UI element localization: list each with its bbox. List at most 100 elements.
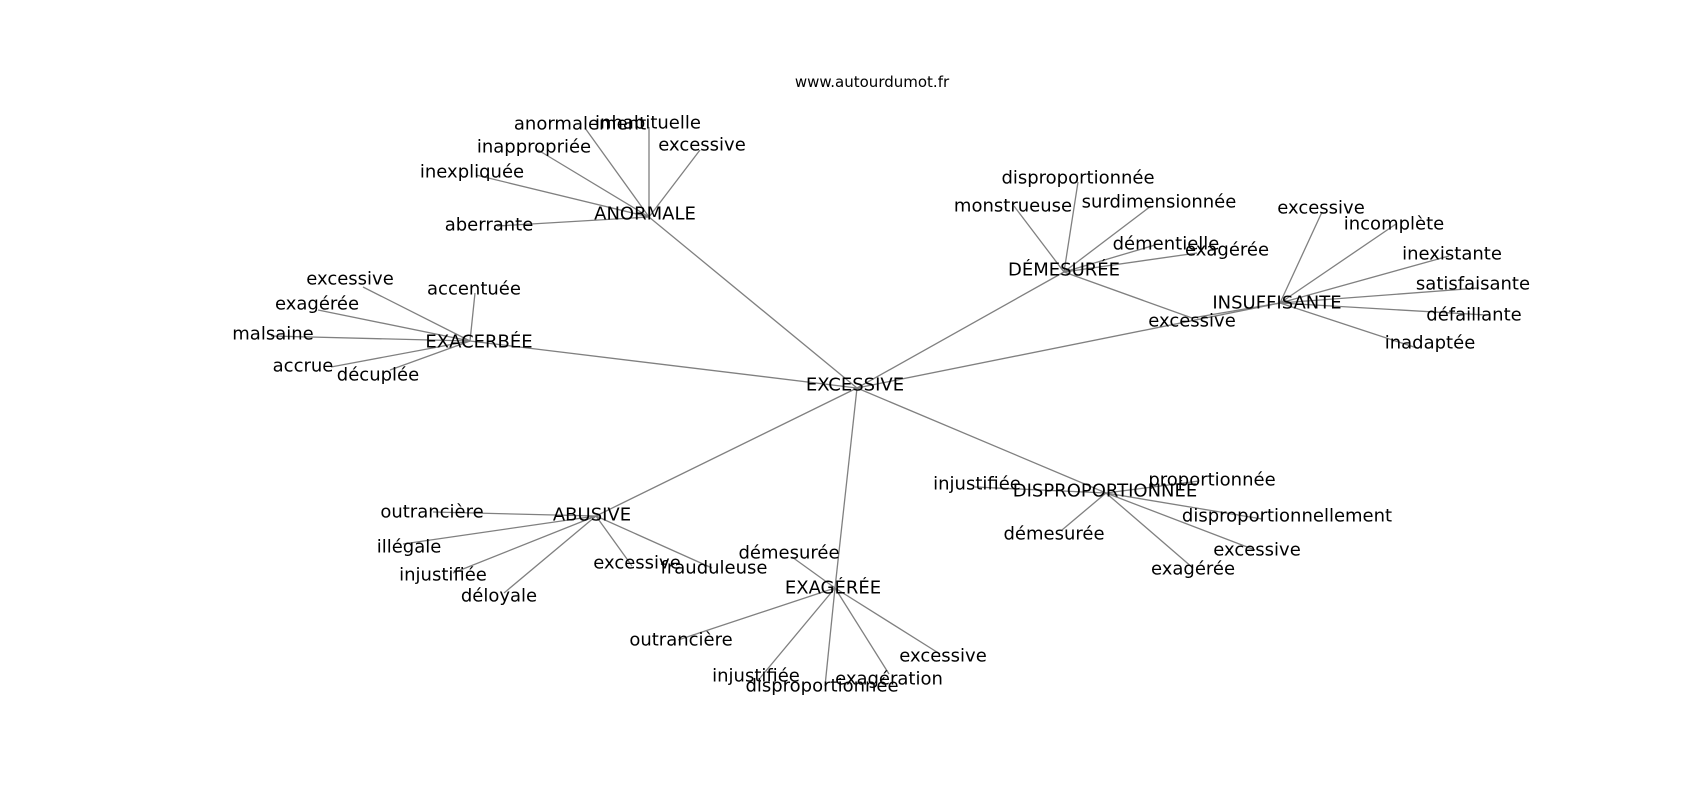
edge-hub-6-leaf-5 (1105, 492, 1194, 569)
edge-hub-5-leaf-5 (834, 587, 941, 655)
edge-hub-5-leaf-2 (759, 587, 836, 679)
leaf-demesuree-5: exagérée (1185, 240, 1269, 261)
edge-hub-6-leaf-1 (1105, 480, 1200, 494)
edge-hub-3-leaf-1 (1279, 223, 1397, 304)
edge-hub-3-leaf-5 (1279, 302, 1418, 349)
edge-hub-5-leaf-1 (677, 587, 836, 641)
leaf-abusive-6: frauduleuse (661, 558, 768, 579)
edge-hub-5-leaf-0 (791, 556, 836, 589)
edge-hub-6-leaf-4 (1105, 492, 1256, 551)
hub-demesuree: DÉMESURÉE (1008, 259, 1120, 281)
edge-center-hub-6 (856, 387, 1107, 494)
leaf-disproportionnee-2: proportionnée (1148, 470, 1275, 491)
leaf-disproportionnee-3: disproportionnellement (1182, 506, 1392, 527)
edge-hub-0-leaf-3 (648, 149, 701, 218)
edge-hub-2-leaf-2 (1063, 205, 1152, 273)
edge-hub-0-leaf-0 (584, 127, 650, 218)
edge-center-hub-4 (595, 387, 858, 517)
edge-hub-2-leaf-0 (1063, 181, 1079, 273)
graph-labels: www.autourdumot.fr EXCESSIVE ANORMALE an… (232, 73, 1530, 697)
leaf-anormale-2: inhabituelle (595, 113, 701, 134)
leaf-anormale-3: inappropriée (477, 137, 591, 158)
leaf-insuffisante-2: incomplète (1344, 214, 1445, 235)
hub-abusive: ABUSIVE (553, 505, 631, 526)
leaf-abusive-2: illégale (377, 537, 442, 558)
edge-hub-4-leaf-5 (595, 515, 713, 569)
leaf-insuffisante-1: excessive (1277, 198, 1365, 219)
hub-disproportionnee: DISPROPORTIONNÉE (1013, 480, 1198, 502)
leaf-exageree-5: exagération (835, 669, 943, 690)
leaf-disproportionnee-5: excessive (1213, 540, 1301, 561)
site-watermark: www.autourdumot.fr (795, 73, 950, 91)
leaf-exageree-2: outrancière (629, 630, 732, 651)
hub-exacerbee: EXACERBÉE (425, 331, 532, 353)
leaf-exacerbee-2: accentuée (427, 279, 521, 300)
edge-hub-6-leaf-3 (1061, 492, 1107, 531)
leaf-demesuree-3: surdimensionnée (1082, 192, 1237, 213)
edge-hub-1-leaf-2 (317, 309, 471, 342)
edge-center-hub-5 (834, 387, 858, 589)
leaf-exacerbee-3: exagérée (275, 294, 359, 315)
edge-center-hub-1 (469, 340, 858, 389)
leaf-demesuree-2: monstrueuse (954, 196, 1072, 217)
leaf-abusive-3: injustifiée (399, 565, 487, 586)
leaf-abusive-5: excessive (593, 553, 681, 574)
leaf-exacerbee-5: accrue (273, 356, 334, 377)
hub-insuffisante: INSUFFISANTE (1212, 293, 1341, 314)
leaf-exageree-3: injustifiée (712, 666, 800, 687)
leaf-anormale-5: inexpliquée (420, 162, 524, 183)
edge-hub-0-leaf-4 (475, 174, 650, 218)
shared-leaf-excessive: excessive (1148, 311, 1236, 332)
edge-hub-1-leaf-4 (330, 340, 471, 368)
leaf-anormale-4: excessive (658, 135, 746, 156)
leaf-demesuree-1: disproportionnée (1001, 168, 1154, 189)
hub-anormale: ANORMALE (594, 204, 696, 225)
leaf-anormale-6: aberrante (445, 215, 534, 236)
leaf-exacerbee-1: excessive (306, 269, 394, 290)
edge-hub-1-leaf-1 (469, 292, 476, 342)
edge-shared-0 (1063, 271, 1193, 319)
hub-exageree: EXAGÉRÉE (785, 577, 881, 599)
edge-hub-6-leaf-2 (1105, 492, 1263, 520)
leaf-exacerbee-4: malsaine (232, 324, 313, 345)
edge-hub-4-leaf-2 (452, 515, 597, 574)
leaf-exageree-4: disproportionnée (745, 676, 898, 697)
leaf-exacerbee-6: décuplée (337, 365, 419, 386)
leaf-insuffisante-4: satisfaisante (1416, 274, 1530, 295)
edge-hub-5-leaf-4 (834, 587, 890, 675)
leaf-abusive-4: déloyale (461, 586, 537, 607)
edge-hub-4-leaf-0 (432, 511, 597, 517)
edge-hub-3-leaf-4 (1279, 302, 1487, 316)
leaf-abusive-1: outrancière (380, 502, 483, 523)
edge-hub-2-leaf-3 (1063, 244, 1156, 273)
edge-hub-0-leaf-5 (496, 216, 650, 227)
leaf-insuffisante-5: défaillante (1426, 305, 1521, 326)
edge-hub-1-leaf-3 (270, 335, 471, 342)
edge-hub-2-leaf-1 (1013, 205, 1065, 273)
edge-hub-6-leaf-0 (974, 486, 1107, 494)
leaf-insuffisante-3: inexistante (1402, 244, 1502, 265)
edge-hub-4-leaf-3 (503, 515, 597, 594)
leaf-insuffisante-6: inadaptée (1385, 333, 1476, 354)
edge-shared-1 (1191, 302, 1281, 319)
leaf-disproportionnee-6: exagérée (1151, 559, 1235, 580)
leaf-exageree-6: excessive (899, 646, 987, 667)
center-word: EXCESSIVE (806, 375, 904, 396)
leaf-disproportionnee-1: injustifiée (933, 474, 1021, 495)
leaf-demesuree-4: démentielle (1113, 234, 1220, 255)
edge-hub-5-leaf-3 (824, 587, 836, 687)
edge-hub-2-leaf-4 (1063, 252, 1198, 273)
edge-center-hub-3 (856, 302, 1281, 389)
edge-hub-3-leaf-3 (1279, 287, 1480, 304)
edge-hub-3-leaf-0 (1279, 211, 1323, 304)
edge-hub-1-leaf-0 (362, 286, 471, 342)
edge-center-hub-0 (648, 216, 858, 389)
edge-hub-0-leaf-2 (537, 149, 650, 218)
edge-hub-3-leaf-2 (1279, 255, 1450, 304)
edge-hub-1-leaf-5 (389, 340, 471, 371)
edge-hub-4-leaf-1 (402, 515, 597, 545)
edge-hub-4-leaf-4 (595, 515, 633, 567)
graph-edges (270, 127, 1487, 687)
leaf-exageree-1: démesurée (738, 543, 839, 564)
